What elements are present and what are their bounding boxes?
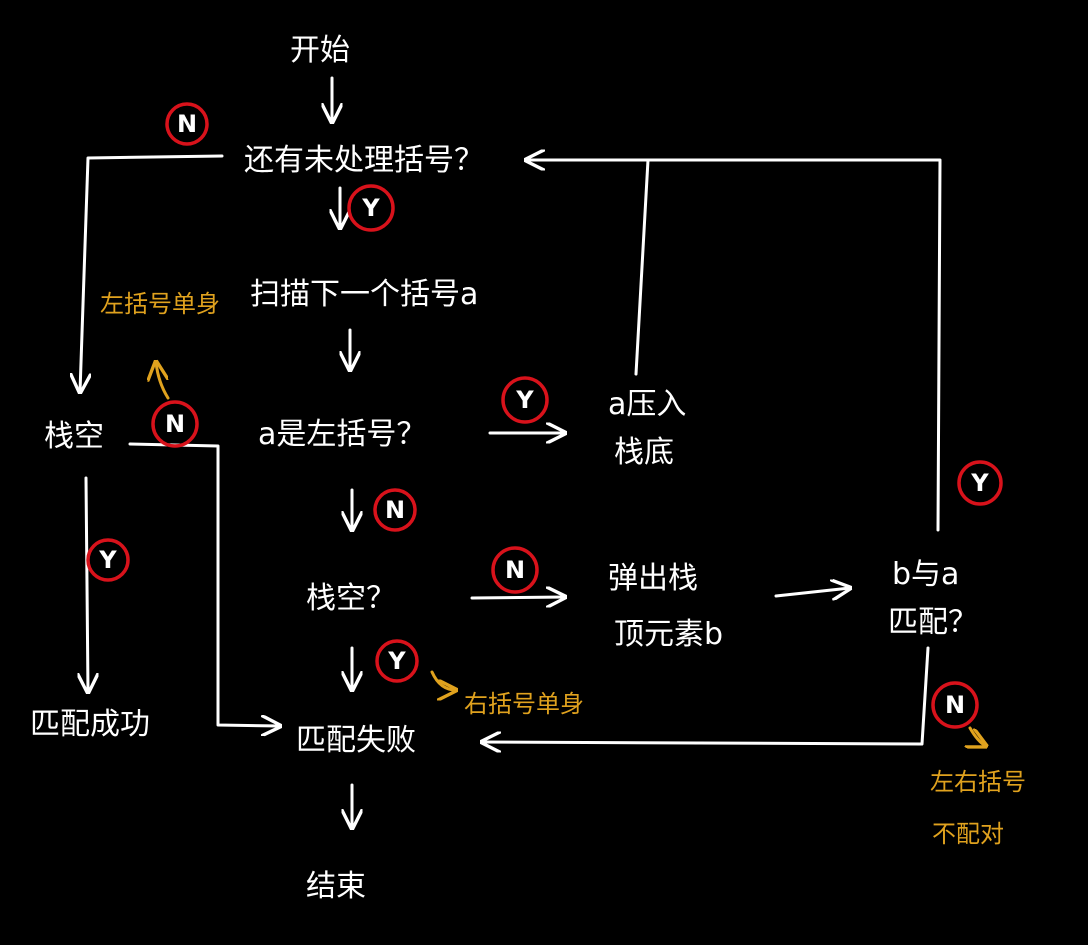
- nodes: 开始 还有未处理括号？ 扫描下一个括号a a是左括号？ a压入 栈底 栈空 栈空…: [30, 33, 978, 904]
- node-push-line2: 栈底: [614, 435, 674, 470]
- loop-push-to-more: [634, 158, 650, 376]
- svg-text:Y: Y: [387, 647, 406, 675]
- node-match-fail: 匹配失败: [296, 723, 416, 758]
- arrow-pop-to-match: [774, 588, 850, 596]
- note-arrow-right-single: [430, 670, 456, 690]
- node-more-to-process: 还有未处理括号？: [244, 143, 484, 178]
- badge-n-isleft: N: [373, 488, 417, 532]
- svg-text:Y: Y: [98, 546, 117, 574]
- badge-y-match: Y: [957, 460, 1003, 506]
- svg-text:N: N: [505, 556, 525, 584]
- node-end: 结束: [306, 869, 366, 904]
- svg-text:Y: Y: [970, 469, 989, 497]
- note-arrow-mismatch: [970, 726, 986, 746]
- badge-y-isleft: Y: [501, 376, 549, 424]
- node-pop-line1: 弹出栈: [608, 561, 698, 596]
- svg-text:N: N: [945, 691, 965, 719]
- svg-text:Y: Y: [515, 386, 534, 414]
- svg-text:Y: Y: [361, 194, 380, 222]
- note-arrow-left-single: [156, 362, 170, 400]
- note-left-single: 左括号单身: [100, 290, 220, 318]
- badges: N Y N Y N N Y Y: [86, 102, 1003, 729]
- badge-n-stackq: N: [491, 546, 539, 594]
- svg-text:N: N: [177, 110, 197, 138]
- path-more-no-to-stackcheck: [80, 154, 224, 392]
- svg-text:N: N: [385, 496, 405, 524]
- note-right-single: 右括号单身: [464, 690, 584, 718]
- node-pop-line2: 顶元素b: [614, 617, 723, 652]
- node-match-line2: 匹配？: [888, 605, 978, 640]
- svg-text:N: N: [165, 410, 185, 438]
- badge-n-top: N: [165, 102, 209, 146]
- node-stack-empty-check: 栈空: [44, 419, 104, 454]
- node-stack-empty-q: 栈空？: [306, 581, 396, 616]
- node-push-line1: a压入: [608, 387, 686, 422]
- loop-match-to-more: [526, 160, 942, 532]
- node-scan-next: 扫描下一个括号a: [250, 277, 478, 312]
- node-start: 开始: [290, 33, 350, 68]
- arrow-stackcheck-to-success: [86, 476, 88, 692]
- badge-y-more: Y: [347, 184, 395, 232]
- note-mismatch-line1: 左右括号: [930, 768, 1026, 796]
- badge-n-stackcheck: N: [151, 400, 199, 448]
- node-match-success: 匹配成功: [30, 707, 150, 742]
- annotation-arrows: [156, 362, 986, 746]
- notes: 左括号单身 右括号单身 左右括号 不配对: [100, 290, 1026, 848]
- node-is-left: a是左括号？: [258, 417, 426, 452]
- arrow-stackq-to-pop: [470, 597, 565, 598]
- badge-y-stackq: Y: [375, 639, 419, 683]
- note-mismatch-line2: 不配对: [932, 820, 1004, 848]
- badge-n-match: N: [931, 681, 979, 729]
- path-match-no-to-fail: [482, 646, 930, 744]
- badge-y-stackcheck: Y: [86, 538, 130, 582]
- path-stackcheck-no-to-fail: [128, 442, 280, 726]
- node-match-line1: b与a: [892, 557, 959, 592]
